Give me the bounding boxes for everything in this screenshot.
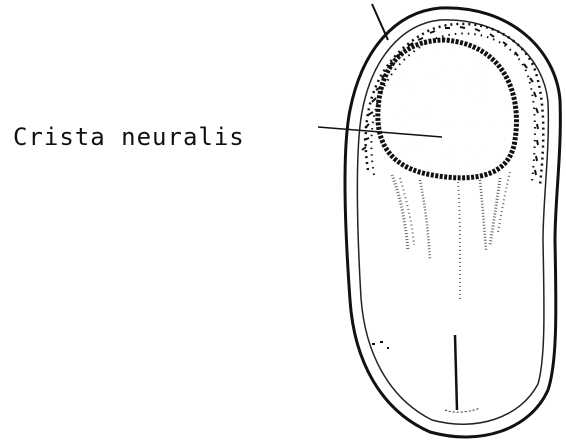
- crista-neuralis-label: Crista neuralis: [13, 123, 245, 151]
- top-pointer-line: [372, 4, 388, 40]
- lower-left-marks: [372, 342, 389, 348]
- primitive-streak-base: [445, 408, 480, 412]
- lateral-streaks: [392, 172, 510, 300]
- primitive-streak: [455, 335, 457, 410]
